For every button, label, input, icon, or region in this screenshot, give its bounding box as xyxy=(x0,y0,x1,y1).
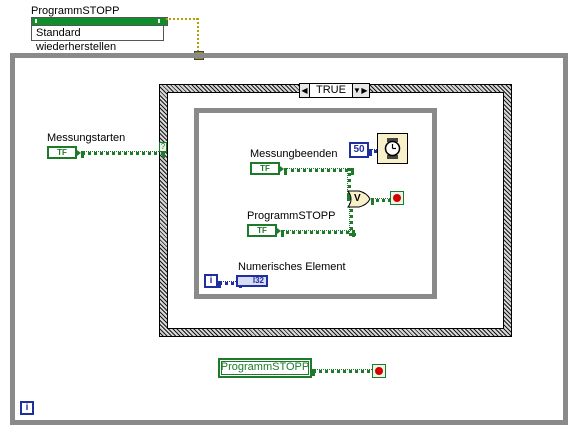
messungbeenden-terminal[interactable]: TF xyxy=(250,162,284,175)
error-wire xyxy=(166,18,198,22)
error-wire xyxy=(197,18,201,52)
decrement-arrow-icon[interactable]: ◀ xyxy=(301,86,308,95)
inner-while-loop[interactable] xyxy=(194,108,437,299)
invoke-node-title: ProgrammSTOPP xyxy=(31,5,120,17)
outer-while-loop[interactable] xyxy=(10,53,568,425)
terminal-arrow-icon xyxy=(77,150,81,156)
case-selector-value[interactable]: TRUE xyxy=(309,84,353,97)
numerisches-element-indicator[interactable]: I32 xyxy=(236,275,268,287)
case-selector[interactable]: ◀ TRUE ▼ ▶ xyxy=(299,83,370,98)
wait-ms-node[interactable] xyxy=(377,133,408,164)
inner-loop-stop-terminal[interactable] xyxy=(390,191,404,205)
wait-constant[interactable]: 50 xyxy=(349,142,369,158)
outer-iteration-terminal[interactable]: i xyxy=(20,401,34,415)
boolean-wire xyxy=(281,230,355,234)
inner-iteration-terminal[interactable]: i xyxy=(204,274,218,288)
numerisches-element-label: Numerisches Element xyxy=(238,261,346,273)
programmstopp-control[interactable]: ProgrammSTOPP xyxy=(218,358,312,378)
messungbeenden-label: Messungbeenden xyxy=(250,148,338,160)
case-selector-tunnel[interactable]: ? xyxy=(159,142,167,152)
outer-loop-stop-terminal[interactable] xyxy=(372,364,386,378)
outer-while-loop-bottom xyxy=(10,420,568,425)
terminal-arrow-icon xyxy=(280,166,284,172)
messungstarten-terminal[interactable]: TF xyxy=(47,146,81,159)
stop-icon xyxy=(375,367,383,375)
or-gate[interactable]: V xyxy=(347,190,371,208)
boolean-wire xyxy=(284,168,354,172)
boolean-wire xyxy=(312,369,378,373)
programmstopp-label: ProgrammSTOPP xyxy=(247,210,336,222)
stop-icon xyxy=(393,194,401,202)
terminal-arrow-icon xyxy=(277,228,281,234)
chevron-down-icon[interactable]: ▼ xyxy=(353,86,361,95)
or-gate-icon xyxy=(347,190,371,208)
invoke-node-dot-icon xyxy=(35,19,37,23)
boolean-wire xyxy=(347,168,351,200)
messungstarten-label: Messungstarten xyxy=(47,132,126,144)
invoke-node-method[interactable]: Standard wiederherstellen xyxy=(31,25,164,53)
bool-type-text: TF xyxy=(260,164,270,173)
programmstopp-terminal[interactable]: TF xyxy=(247,224,281,237)
case-structure[interactable] xyxy=(159,84,512,337)
watch-icon xyxy=(384,138,401,159)
increment-arrow-icon[interactable]: ▶ xyxy=(361,86,368,95)
or-symbol: V xyxy=(354,193,361,204)
invoke-node-dot-icon xyxy=(158,19,160,23)
case-structure-body xyxy=(167,92,504,329)
boolean-wire xyxy=(81,151,165,155)
i32-type-text: I32 xyxy=(252,276,264,285)
bool-type-text: TF xyxy=(57,148,67,157)
bool-type-text: TF xyxy=(257,226,267,235)
